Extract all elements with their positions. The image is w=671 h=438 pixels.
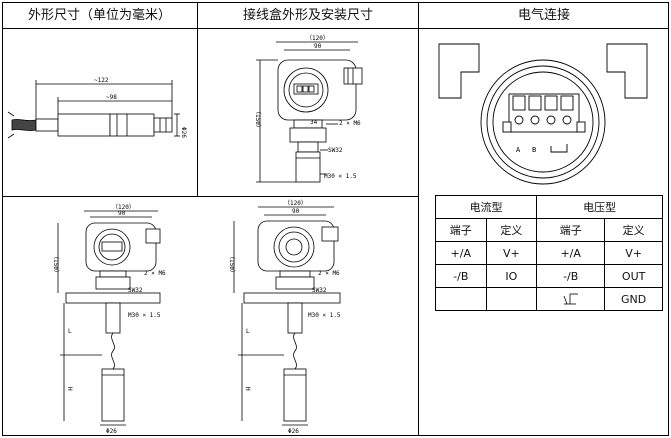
flange2-height: （150） bbox=[228, 253, 235, 276]
ground-symbol-icon bbox=[563, 293, 578, 304]
table-cell: -/B bbox=[536, 264, 606, 288]
flange2-diameter: Φ26 bbox=[288, 428, 299, 435]
flange1-diameter: Φ26 bbox=[106, 428, 117, 435]
table-cell: -/B bbox=[435, 264, 487, 288]
group-current-type: 电流型 bbox=[434, 195, 538, 219]
junction-thread-m30: M30 × 1.5 bbox=[324, 173, 357, 180]
flange1-width-inner: 90 bbox=[118, 210, 126, 217]
junction-sw32: SW32 bbox=[328, 147, 343, 154]
group-voltage-type: 电压型 bbox=[536, 195, 663, 219]
table-cell: +/A bbox=[435, 241, 487, 265]
flange1-height: （150） bbox=[52, 253, 59, 276]
flange1-sw32: SW32 bbox=[128, 287, 143, 294]
sensor-length-total: ~122 bbox=[94, 77, 109, 84]
header-divider bbox=[2, 28, 669, 29]
wiring-table: 电流型 电压型 端子 定义 端子 定义 +/A V+ +/A V+ -/B IO… bbox=[434, 195, 663, 311]
table-cell: IO bbox=[485, 264, 538, 288]
flange2-H: H bbox=[244, 387, 251, 391]
flange-mount-drawing-2: （120） 90 （150） 2 × M6 SW32 M30 × 1.5 L H… bbox=[228, 200, 341, 435]
table-cell bbox=[435, 287, 487, 311]
table-row: +/A V+ +/A V+ bbox=[435, 241, 663, 265]
table-cell: V+ bbox=[604, 241, 663, 265]
junction-thread-m6: 2 × M6 bbox=[339, 120, 361, 127]
col-divider-1 bbox=[197, 2, 198, 196]
junction-box-drawing: （120） 90 （150） 34 2 × M6 SW32 M30 × 1.5 bbox=[254, 35, 363, 183]
flange2-L: L bbox=[246, 328, 250, 335]
col-definition: 定义 bbox=[485, 218, 538, 242]
flange-mount-drawing-1: （120） 90 （150） 2 × M6 SW32 M30 × 1.5 L H… bbox=[52, 204, 166, 435]
table-row: -/B IO -/B OUT bbox=[435, 264, 663, 288]
junction-width-outer: （120） bbox=[306, 35, 329, 42]
flange2-width-outer: （120） bbox=[284, 200, 307, 207]
table-cell: V+ bbox=[485, 241, 538, 265]
header-junction-box: 接线盒外形及安装尺寸 bbox=[242, 8, 373, 23]
row-divider bbox=[2, 196, 418, 197]
table-cell bbox=[485, 287, 538, 311]
table-row: GND bbox=[435, 287, 663, 311]
flange2-sw32: SW32 bbox=[312, 287, 327, 294]
col-terminal: 端子 bbox=[435, 218, 487, 242]
header-wiring: 电气连接 bbox=[517, 8, 570, 23]
col-terminal: 端子 bbox=[536, 218, 606, 242]
flange2-thread-m6: 2 × M6 bbox=[318, 270, 340, 277]
junction-height: （150） bbox=[254, 108, 261, 131]
flange1-thread-m6: 2 × M6 bbox=[144, 270, 166, 277]
col-definition: 定义 bbox=[604, 218, 663, 242]
flange1-H: H bbox=[66, 387, 73, 391]
terminal-b-label: B bbox=[532, 146, 536, 154]
col-divider-2 bbox=[418, 2, 419, 436]
ground-symbol-cell bbox=[536, 287, 606, 311]
junction-width-inner: 90 bbox=[314, 43, 322, 50]
flange1-thread-m30: M30 × 1.5 bbox=[128, 312, 161, 319]
flange2-width-inner: 90 bbox=[292, 208, 300, 215]
table-cell: +/A bbox=[536, 241, 606, 265]
sensor-diameter: Φ26 bbox=[180, 127, 187, 138]
flange1-L: L bbox=[68, 328, 72, 335]
sensor-probe-drawing: ~122 ~98 Φ26 bbox=[7, 77, 187, 139]
header-dimensions: 外形尺寸（单位为毫米） bbox=[27, 8, 171, 23]
terminal-a-label: A bbox=[516, 146, 521, 154]
flange1-width-outer: （120） bbox=[112, 204, 135, 211]
wiring-diagram: A B bbox=[438, 43, 648, 185]
junction-dim-34: 34 bbox=[310, 119, 318, 126]
table-cell: GND bbox=[604, 287, 663, 311]
sensor-length-body: ~98 bbox=[106, 94, 117, 101]
table-cell: OUT bbox=[604, 264, 663, 288]
flange2-thread-m30: M30 × 1.5 bbox=[308, 312, 341, 319]
